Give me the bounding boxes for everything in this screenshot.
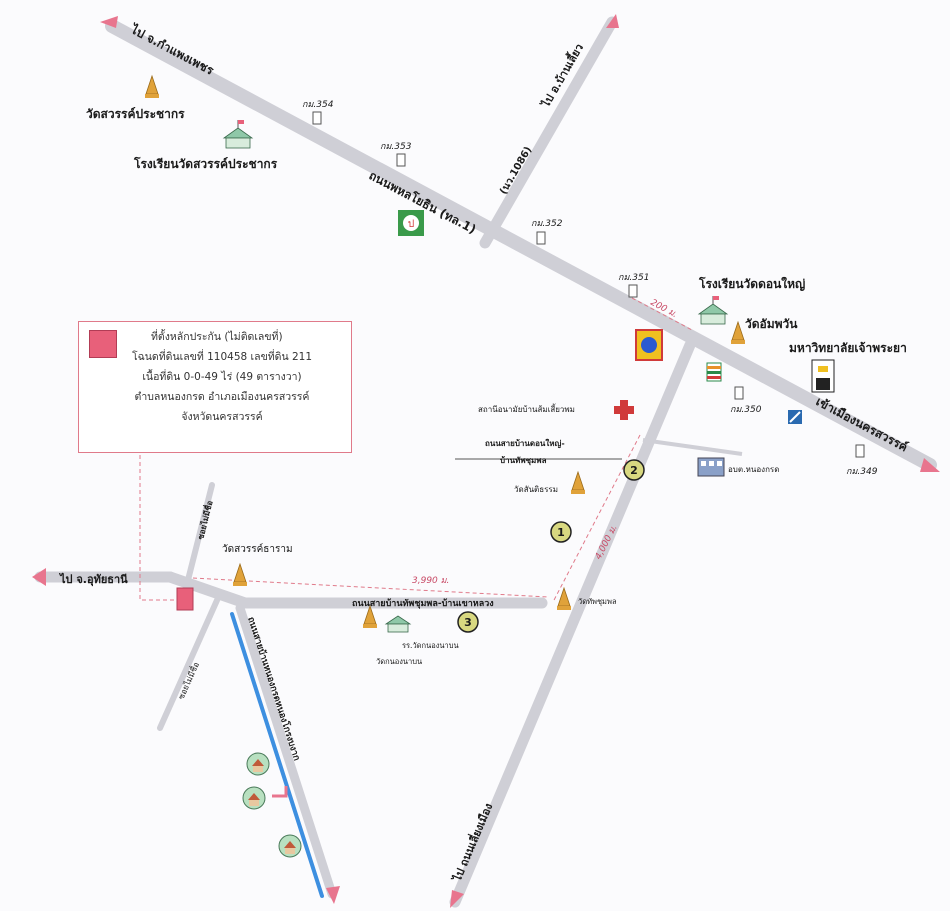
label-km354: กม.354 [302, 100, 334, 110]
label-school-don-yai: โรงเรียนวัดดอนใหญ่ [698, 276, 805, 291]
school-icon [384, 615, 412, 633]
label-health-station: สถานีอนามัยบ้านส้มเสี้ยวพม [478, 403, 575, 414]
temple-icon [233, 562, 247, 586]
km-post-icon [734, 386, 744, 400]
convenience-store-icon [706, 362, 722, 382]
label-school-nong-krot: รร.วัดกนองนาบน [402, 641, 459, 650]
label-soi-north: ซอยไม่มีชื่อ [194, 499, 214, 540]
school-icon [222, 120, 254, 149]
roads [34, 16, 937, 908]
label-school-sawan-prachakorn: โรงเรียนวัดสวรรค์ประชากร [133, 156, 278, 171]
dash-4000m [552, 434, 641, 603]
arrow-nakhon-sawan [920, 458, 940, 472]
soi-southwest [157, 595, 221, 731]
bank-icon [788, 410, 802, 424]
label-road-thap-chumphon: ถนนสายบ้านทัพชุมพล-บ้านเขาหลวง [352, 598, 494, 609]
property-info-box: ที่ตั้งหลักประกัน (ไม่ติดเลขที่) โฉนดที่… [78, 321, 352, 453]
hospital-icon [614, 400, 634, 420]
label-km352: กม.352 [531, 219, 563, 229]
house-icon [246, 752, 270, 776]
direction-arrows [32, 14, 940, 908]
uthai-road-bend [164, 571, 251, 609]
arrow-kamphaeng-phet [100, 16, 118, 28]
info-line-province: จังหวัดนครสวรรค์ [181, 411, 263, 423]
gas-station-icon [635, 329, 663, 361]
svg-text:3: 3 [464, 616, 472, 629]
office-icon [697, 457, 725, 477]
house-icon [242, 786, 266, 810]
canal-road [235, 603, 337, 899]
km-post-icon [396, 153, 406, 167]
temple-icon [731, 320, 745, 344]
info-line-deed: โฉนดที่ดินเลขที่ 110458 เลขที่ดิน 211 [131, 351, 313, 363]
info-line-area: เนื้อที่ดิน 0-0-49 ไร่ (49 ตารางวา) [142, 371, 302, 383]
arrow-canal [326, 886, 340, 904]
label-wat-sam-phawan: วัดอัมพวัน [745, 317, 798, 331]
property-info-text: ที่ตั้งหลักประกัน (ไม่ติดเลขที่) โฉนดที่… [99, 327, 345, 427]
km-posts [312, 111, 865, 458]
label-km349: กม.349 [846, 467, 878, 477]
house-access-path [272, 786, 288, 798]
svg-text:ป: ป [408, 219, 414, 230]
label-wat-khao-kaeo: วัดสันติธรรม [514, 485, 558, 494]
dash-3990m [192, 577, 549, 598]
label-km351: กม.351 [618, 273, 649, 283]
km-post-icon [312, 111, 322, 125]
info-line-title: ที่ตั้งหลักประกัน (ไม่ติดเลขที่) [151, 331, 283, 343]
route-markers: 1 2 3 [457, 459, 645, 633]
canal [230, 612, 324, 898]
temple-icon [571, 470, 585, 494]
label-km350: กม.350 [730, 405, 762, 415]
property-marker[interactable] [176, 587, 194, 611]
route-marker-3 [457, 611, 479, 633]
label-wat-sawan-tharam: วัดสวรรค์ธาราม [222, 543, 293, 555]
label-wat-sawan-prachakorn: วัดสวรรค์ประชากร [86, 107, 185, 121]
temples [145, 74, 745, 628]
property-marker-legend [89, 330, 117, 358]
label-road-don-yai-2: บ้านทัพชุมพล [500, 455, 547, 466]
route-marker-2 [623, 459, 645, 481]
label-wat-thap-chumphon: วัดทัพชุมพล [578, 597, 617, 606]
side-road-east [642, 438, 743, 456]
dash-200m [631, 297, 693, 331]
house-icon [278, 834, 302, 858]
temple-icon [363, 604, 377, 628]
arrow-uthai-thani [32, 568, 46, 586]
school-icon [697, 296, 729, 325]
houses [242, 752, 302, 858]
dash-info-leader [139, 455, 178, 601]
don-yai-road [449, 339, 696, 908]
arrow-ban-lueang [606, 14, 619, 28]
label-road-don-yai-1: ถนนสายบ้านดอนใหญ่- [485, 438, 565, 449]
route-marker-1 [550, 521, 572, 543]
label-to-uthai-thani: ไป จ.อุทัยธานี [58, 572, 128, 587]
soi-north [185, 482, 215, 583]
distance-lines [139, 297, 693, 603]
label-wat-nong-nonkhan: วัดกนองนาบน [376, 657, 422, 666]
svg-text:2: 2 [630, 464, 638, 477]
temple-icon [145, 74, 159, 98]
svg-text:1: 1 [557, 526, 565, 539]
label-chaophraya-university: มหาวิทยาลัยเจ้าพระยา [789, 341, 907, 355]
km-post-icon [628, 284, 638, 298]
phahonyothin-road [105, 19, 937, 472]
label-dist-3990: 3,990 ม. [412, 576, 449, 586]
km-post-icon [855, 444, 865, 458]
label-to-kamphaeng-phet: ไป จ.กำแพงเพชร [127, 20, 217, 77]
label-or-bor-tor: อบต.หนองกรด [728, 465, 779, 474]
arrow-bypass [450, 890, 464, 908]
temple-icon [557, 586, 571, 610]
info-line-district: ตำบลหนองกรด อำเภอเมืองนครสวรรค์ [134, 391, 310, 403]
schools [222, 120, 729, 633]
gas-station-icon: ป [398, 210, 424, 236]
university-icon [811, 359, 835, 393]
km-post-icon [536, 231, 546, 245]
label-km353: กม.353 [380, 142, 412, 152]
road-1086 [479, 16, 618, 249]
